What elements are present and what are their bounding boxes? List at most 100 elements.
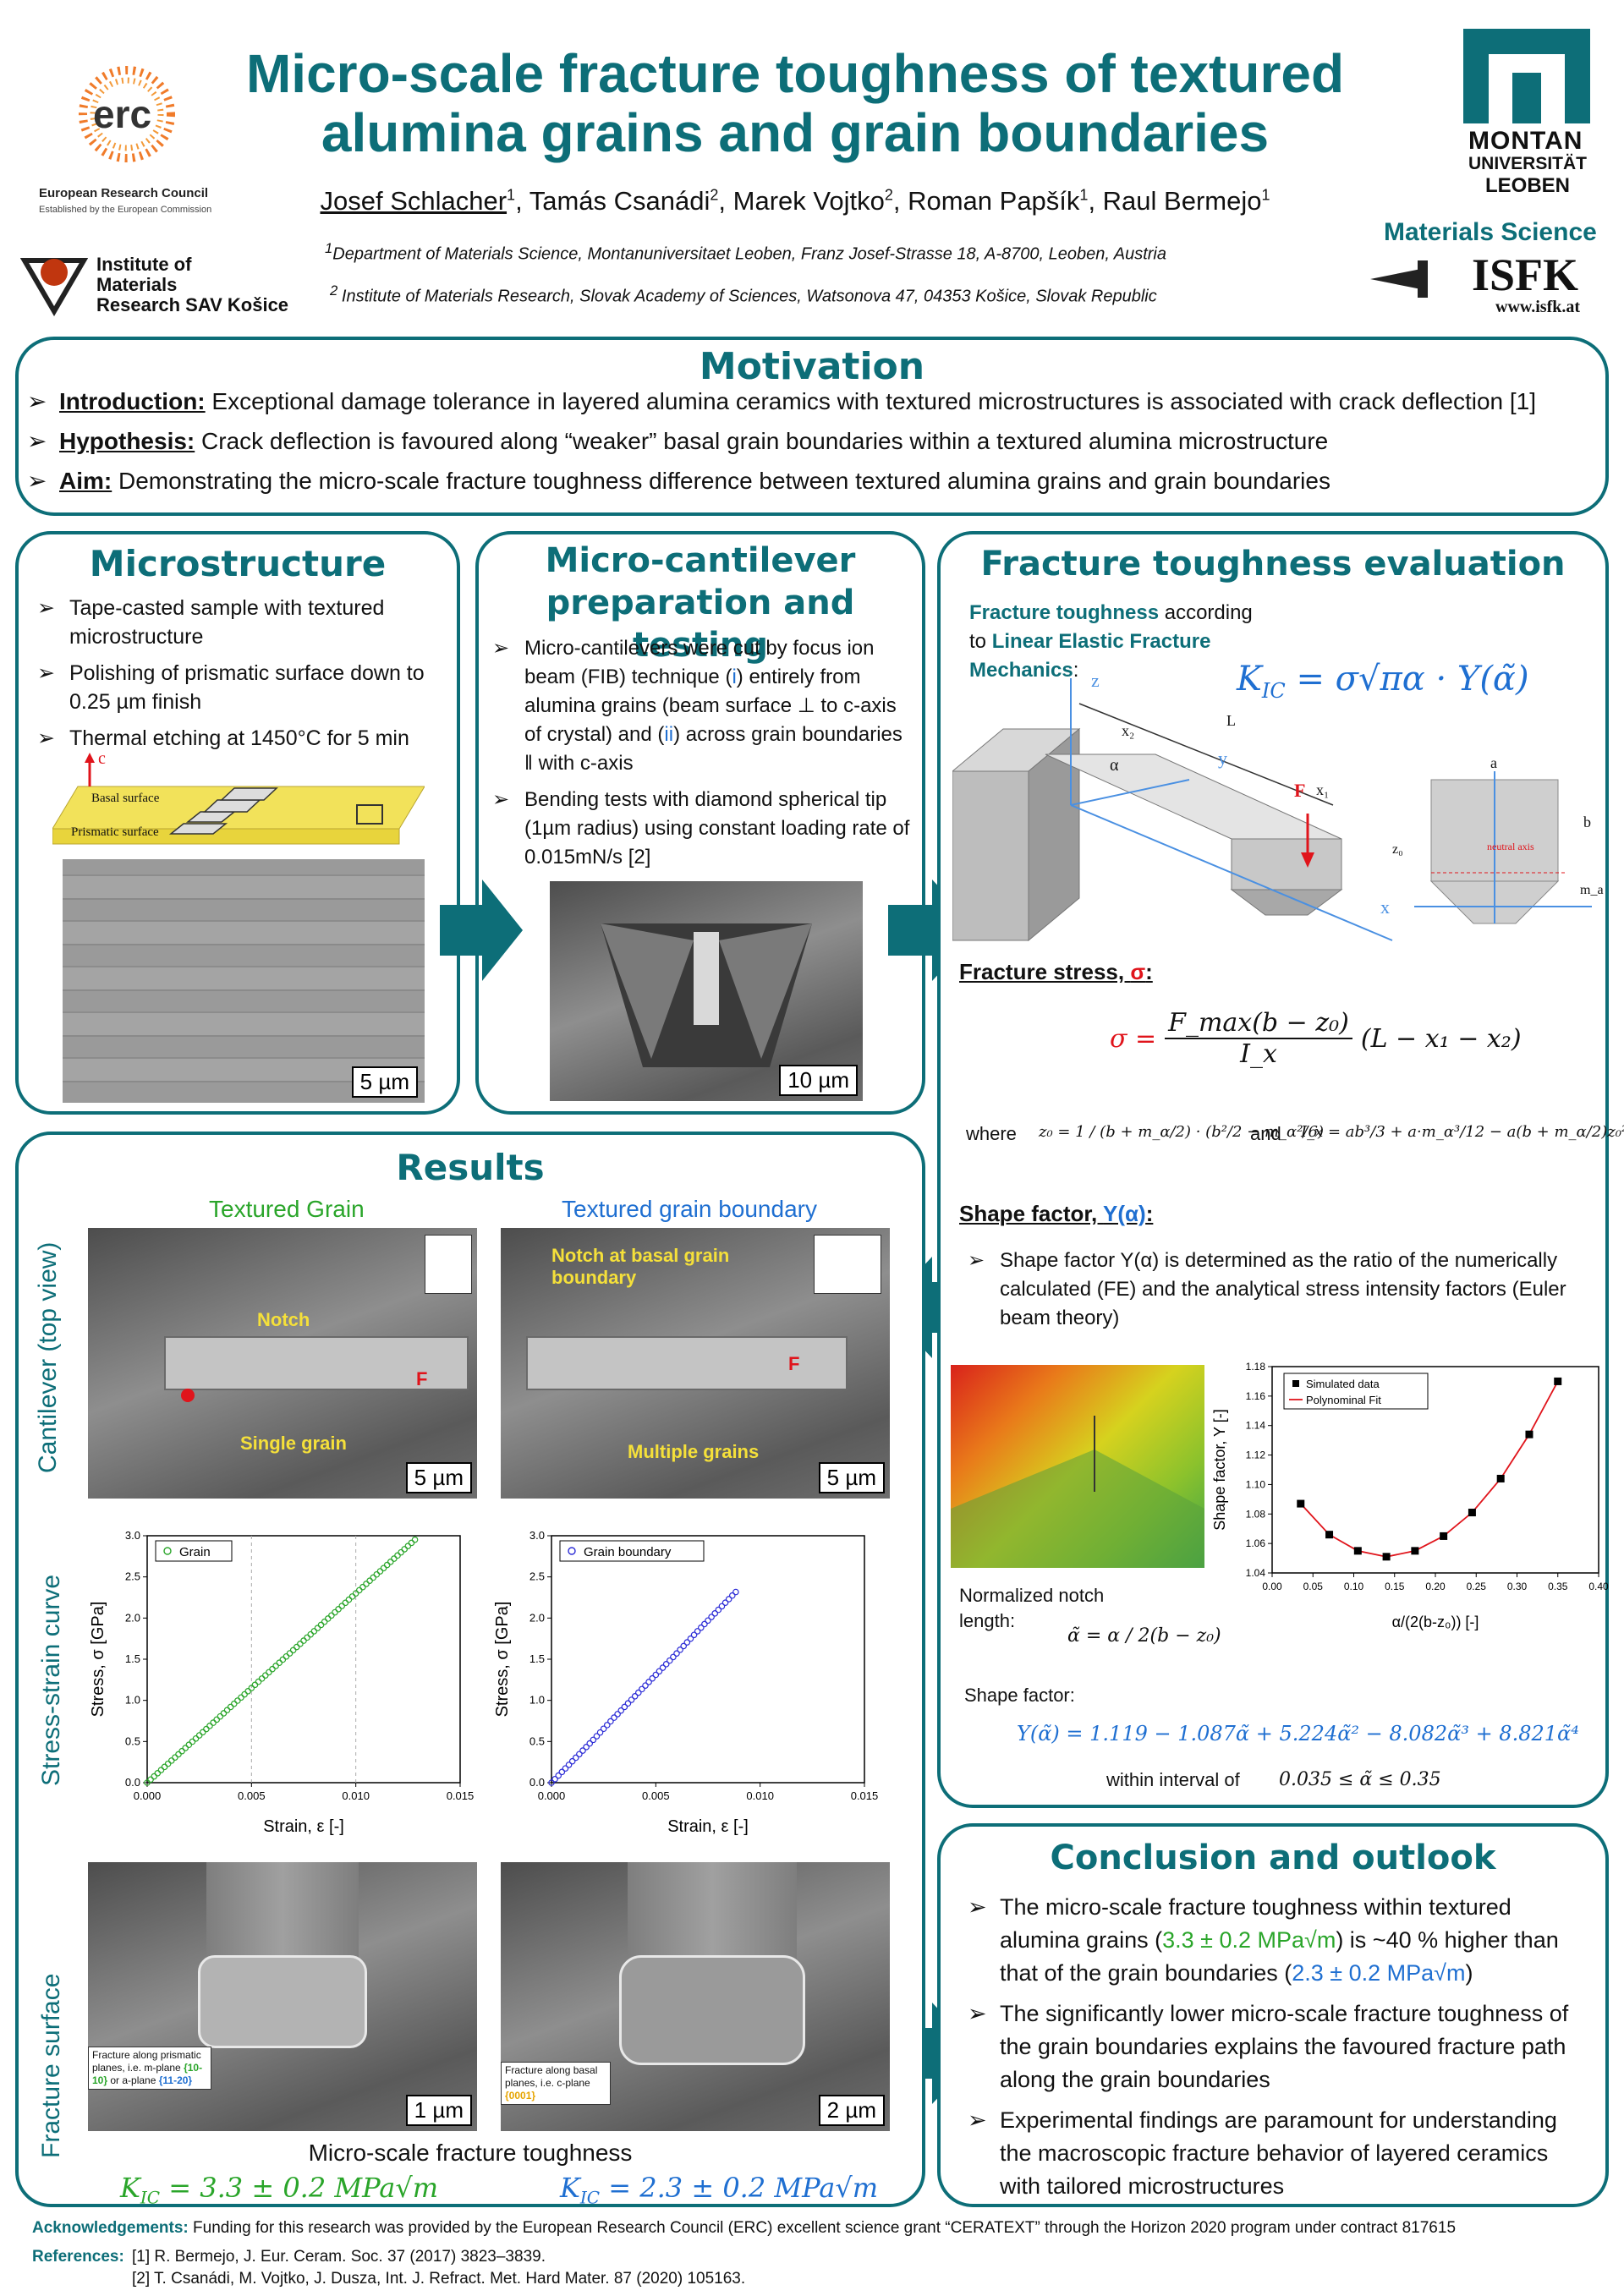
data-point — [370, 1574, 377, 1581]
erc-sub: Established by the European Commission — [39, 205, 212, 215]
data-point — [649, 1674, 656, 1682]
data-point — [596, 1729, 604, 1736]
data-point — [335, 1605, 342, 1613]
data-point — [151, 1773, 158, 1780]
data-point — [666, 1657, 673, 1664]
data-point — [380, 1564, 387, 1572]
col-grain-boundary: Textured grain boundary — [562, 1196, 817, 1222]
y-tick-label: 1.12 — [1246, 1449, 1266, 1461]
data-point — [266, 1669, 272, 1676]
data-point — [355, 1586, 363, 1594]
montan-line2: UNIVERSITÄT — [1468, 154, 1588, 173]
where-label: where — [966, 1123, 1017, 1144]
x-tick-label: 0.15 — [1385, 1581, 1405, 1592]
data-point — [248, 1685, 255, 1691]
imr-line3: Research SAV Košice — [96, 294, 289, 315]
scale-bar: 10 µm — [779, 1065, 858, 1096]
data-point — [548, 1779, 555, 1786]
erc-logo: erc European Research Council Establishe… — [34, 59, 220, 228]
author-affil-sup: 1 — [1261, 186, 1270, 204]
data-point — [258, 1675, 266, 1682]
data-point — [705, 1617, 711, 1625]
data-point — [269, 1665, 276, 1673]
data-point — [164, 1760, 172, 1767]
y-tick-label: 3.0 — [529, 1529, 545, 1542]
flow-arrow-icon — [888, 879, 979, 981]
data-point — [607, 1718, 614, 1725]
force-label: F — [416, 1368, 428, 1389]
crystal-icon — [814, 1235, 881, 1294]
data-point — [600, 1725, 607, 1733]
x-tick-label: 0.05 — [1303, 1581, 1324, 1592]
fracture-face — [619, 1955, 805, 2065]
kic-grain: KIC = 3.3 ± 0.2 MPa√m — [120, 2172, 439, 2208]
col-textured-grain: Textured Grain — [209, 1196, 365, 1222]
data-point — [408, 1539, 415, 1547]
data-point — [324, 1615, 332, 1622]
data-point — [167, 1757, 175, 1764]
data-point — [328, 1612, 335, 1619]
data-point — [394, 1552, 401, 1559]
legend-marker — [568, 1547, 576, 1555]
force-dot-icon — [181, 1389, 195, 1402]
data-point — [656, 1668, 663, 1675]
data-point — [1353, 1547, 1362, 1555]
cantilever-panel: Micro-cantilever preparation and testing… — [475, 531, 925, 1115]
data-point — [586, 1740, 594, 1747]
data-point — [659, 1664, 667, 1671]
motivation-item: Hypothesis: Crack deflection is favoured… — [27, 425, 1600, 458]
montan-line3: LEOBEN — [1485, 174, 1571, 197]
author-name: Josef Schlacher — [320, 186, 508, 216]
data-point — [286, 1650, 294, 1657]
data-point — [718, 1603, 726, 1610]
cantilever-beam — [164, 1336, 469, 1390]
imr-line1: Institute of — [96, 254, 192, 275]
data-point — [687, 1635, 694, 1642]
norm-equation: α̃ = α / 2(b − z₀) — [1067, 1625, 1221, 1647]
data-point — [206, 1723, 213, 1729]
legend-marker — [163, 1547, 172, 1555]
notch-basal-label: Notch at basal grain boundary — [551, 1245, 730, 1288]
diagram-label: z — [1091, 670, 1100, 691]
shape-equation: Y(α̃) = 1.119 − 1.087α̃ + 5.224α̃² − 8.0… — [1017, 1722, 1579, 1745]
microstructure-panel: Microstructure Tape-casted sample with t… — [15, 531, 460, 1115]
x-tick-label: 0.00 — [1262, 1581, 1282, 1592]
data-point — [220, 1710, 228, 1717]
data-point — [411, 1536, 419, 1543]
fit-line — [1300, 1381, 1559, 1558]
x-tick-label: 0.000 — [134, 1789, 162, 1802]
data-point — [195, 1732, 203, 1739]
row-label-stress-strain: Stress-strain curve — [37, 1574, 65, 1786]
cantilever-list: Micro-cantilevers were cut by focus ion … — [492, 634, 915, 879]
ix-equation: I_x = ab³/3 + a·m_α³/12 − a(b + m_α/2)z₀… — [1301, 1123, 1624, 1141]
legend-label: Grain — [179, 1545, 211, 1559]
data-point — [725, 1596, 732, 1603]
isfk-logo: ISFK www.isfk.at — [1370, 249, 1616, 320]
data-point — [652, 1671, 660, 1679]
data-point — [255, 1678, 262, 1685]
multiple-grains-label: Multiple grains — [628, 1441, 760, 1462]
grain-fracture-image: Fracture along prismatic planes, i.e. m-… — [88, 1862, 477, 2131]
data-point — [401, 1546, 409, 1553]
diagram-label: m_a — [1580, 883, 1604, 897]
x-tick-label: 0.010 — [746, 1789, 774, 1802]
row-label-cantilever: Cantilever (top view) — [34, 1241, 62, 1473]
flow-arrow-icon — [440, 879, 523, 981]
data-point — [1297, 1499, 1305, 1508]
c-axis-label: c — [98, 749, 106, 768]
data-point — [555, 1772, 562, 1779]
data-point — [662, 1661, 670, 1668]
microscale-toughness-label: Micro-scale fracture toughness — [308, 2140, 633, 2166]
y-tick-label: 0.0 — [529, 1776, 545, 1789]
data-point — [1468, 1509, 1476, 1517]
row-label-fracture-surface: Fracture surface — [37, 1973, 65, 2158]
data-point — [321, 1618, 328, 1625]
data-point — [154, 1770, 162, 1777]
author-affil-sup: 1 — [507, 186, 516, 204]
x-tick-label: 0.015 — [851, 1789, 879, 1802]
stress-equation: σ = F_max(b − z₀) I_x (L − x₁ − x₂) — [1110, 1008, 1522, 1069]
diagram-label: L — [1226, 712, 1236, 729]
fracture-face — [198, 1955, 367, 2048]
data-point — [178, 1747, 185, 1755]
data-point — [338, 1603, 346, 1609]
